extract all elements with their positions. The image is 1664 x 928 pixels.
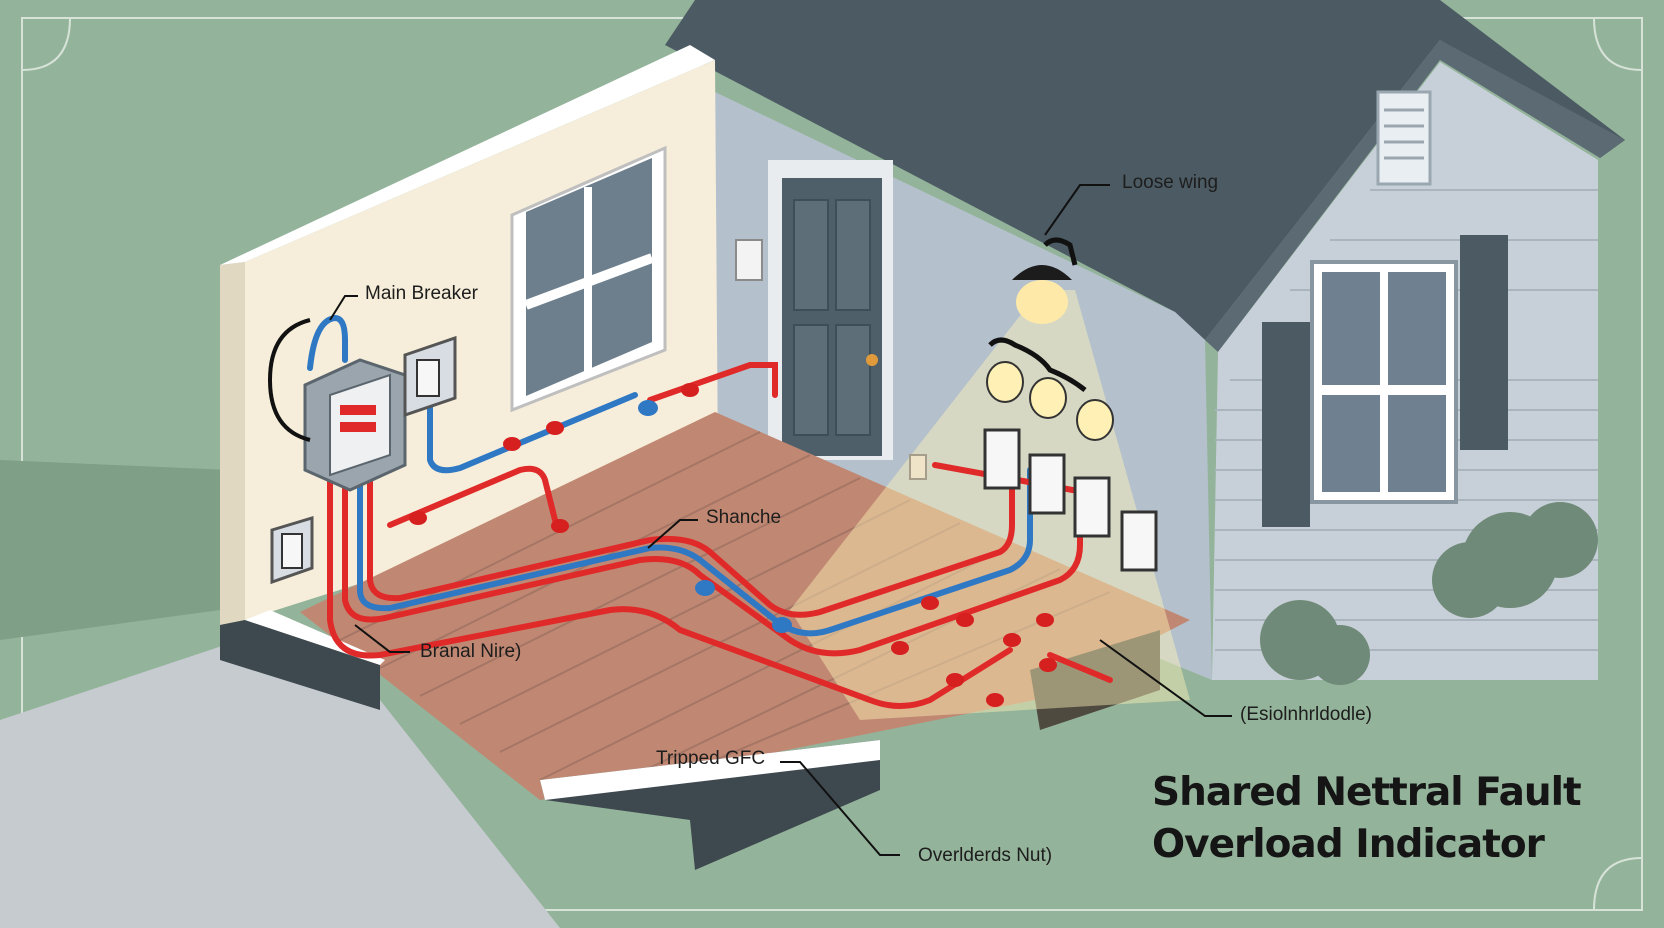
main-breaker-panel <box>303 358 407 492</box>
attic-vent <box>1376 90 1432 186</box>
outlet-left <box>403 335 457 418</box>
label-loose-wiring: Loose wing <box>1122 172 1219 193</box>
gfci-outlet-row <box>909 428 1158 572</box>
label-shanche: Shanche <box>706 507 782 528</box>
wall-outlet <box>735 239 763 281</box>
label-branch-wire: Branal Nire) <box>420 641 522 662</box>
diagram-title-line-2: Overload Indicator <box>1152 822 1545 867</box>
sidewalk <box>0 640 560 928</box>
neutral-wires <box>307 314 1033 637</box>
neutral-connectors <box>638 400 792 633</box>
leader-lines <box>329 184 1232 856</box>
shrub <box>1260 502 1598 685</box>
label-junction: (Esiolnhrldodle) <box>1240 704 1373 725</box>
hot-wires <box>327 362 1113 709</box>
left-wall-edge <box>220 262 245 625</box>
label-overloaded-nuts: Overlderds Nut) <box>918 845 1053 866</box>
foundation-left <box>220 620 380 710</box>
wire-nuts <box>409 383 1057 707</box>
foundation-right <box>1030 630 1160 730</box>
door-knob <box>866 354 878 366</box>
ceiling-lamp <box>1012 237 1078 324</box>
label-tripped-gfci: Tripped GFC <box>656 748 766 769</box>
light-fixture-bulbs <box>986 337 1114 441</box>
lawn-shadow <box>0 460 230 640</box>
label-main-breaker: Main Breaker <box>365 283 478 304</box>
shutter-left <box>1262 322 1310 527</box>
house-roof <box>665 0 1625 340</box>
outlet-lower-left <box>270 515 314 585</box>
diagram-title-line-1: Shared Nettral Fault <box>1152 770 1582 815</box>
wall-top-cap <box>220 45 715 265</box>
shutter-right <box>1460 235 1508 450</box>
